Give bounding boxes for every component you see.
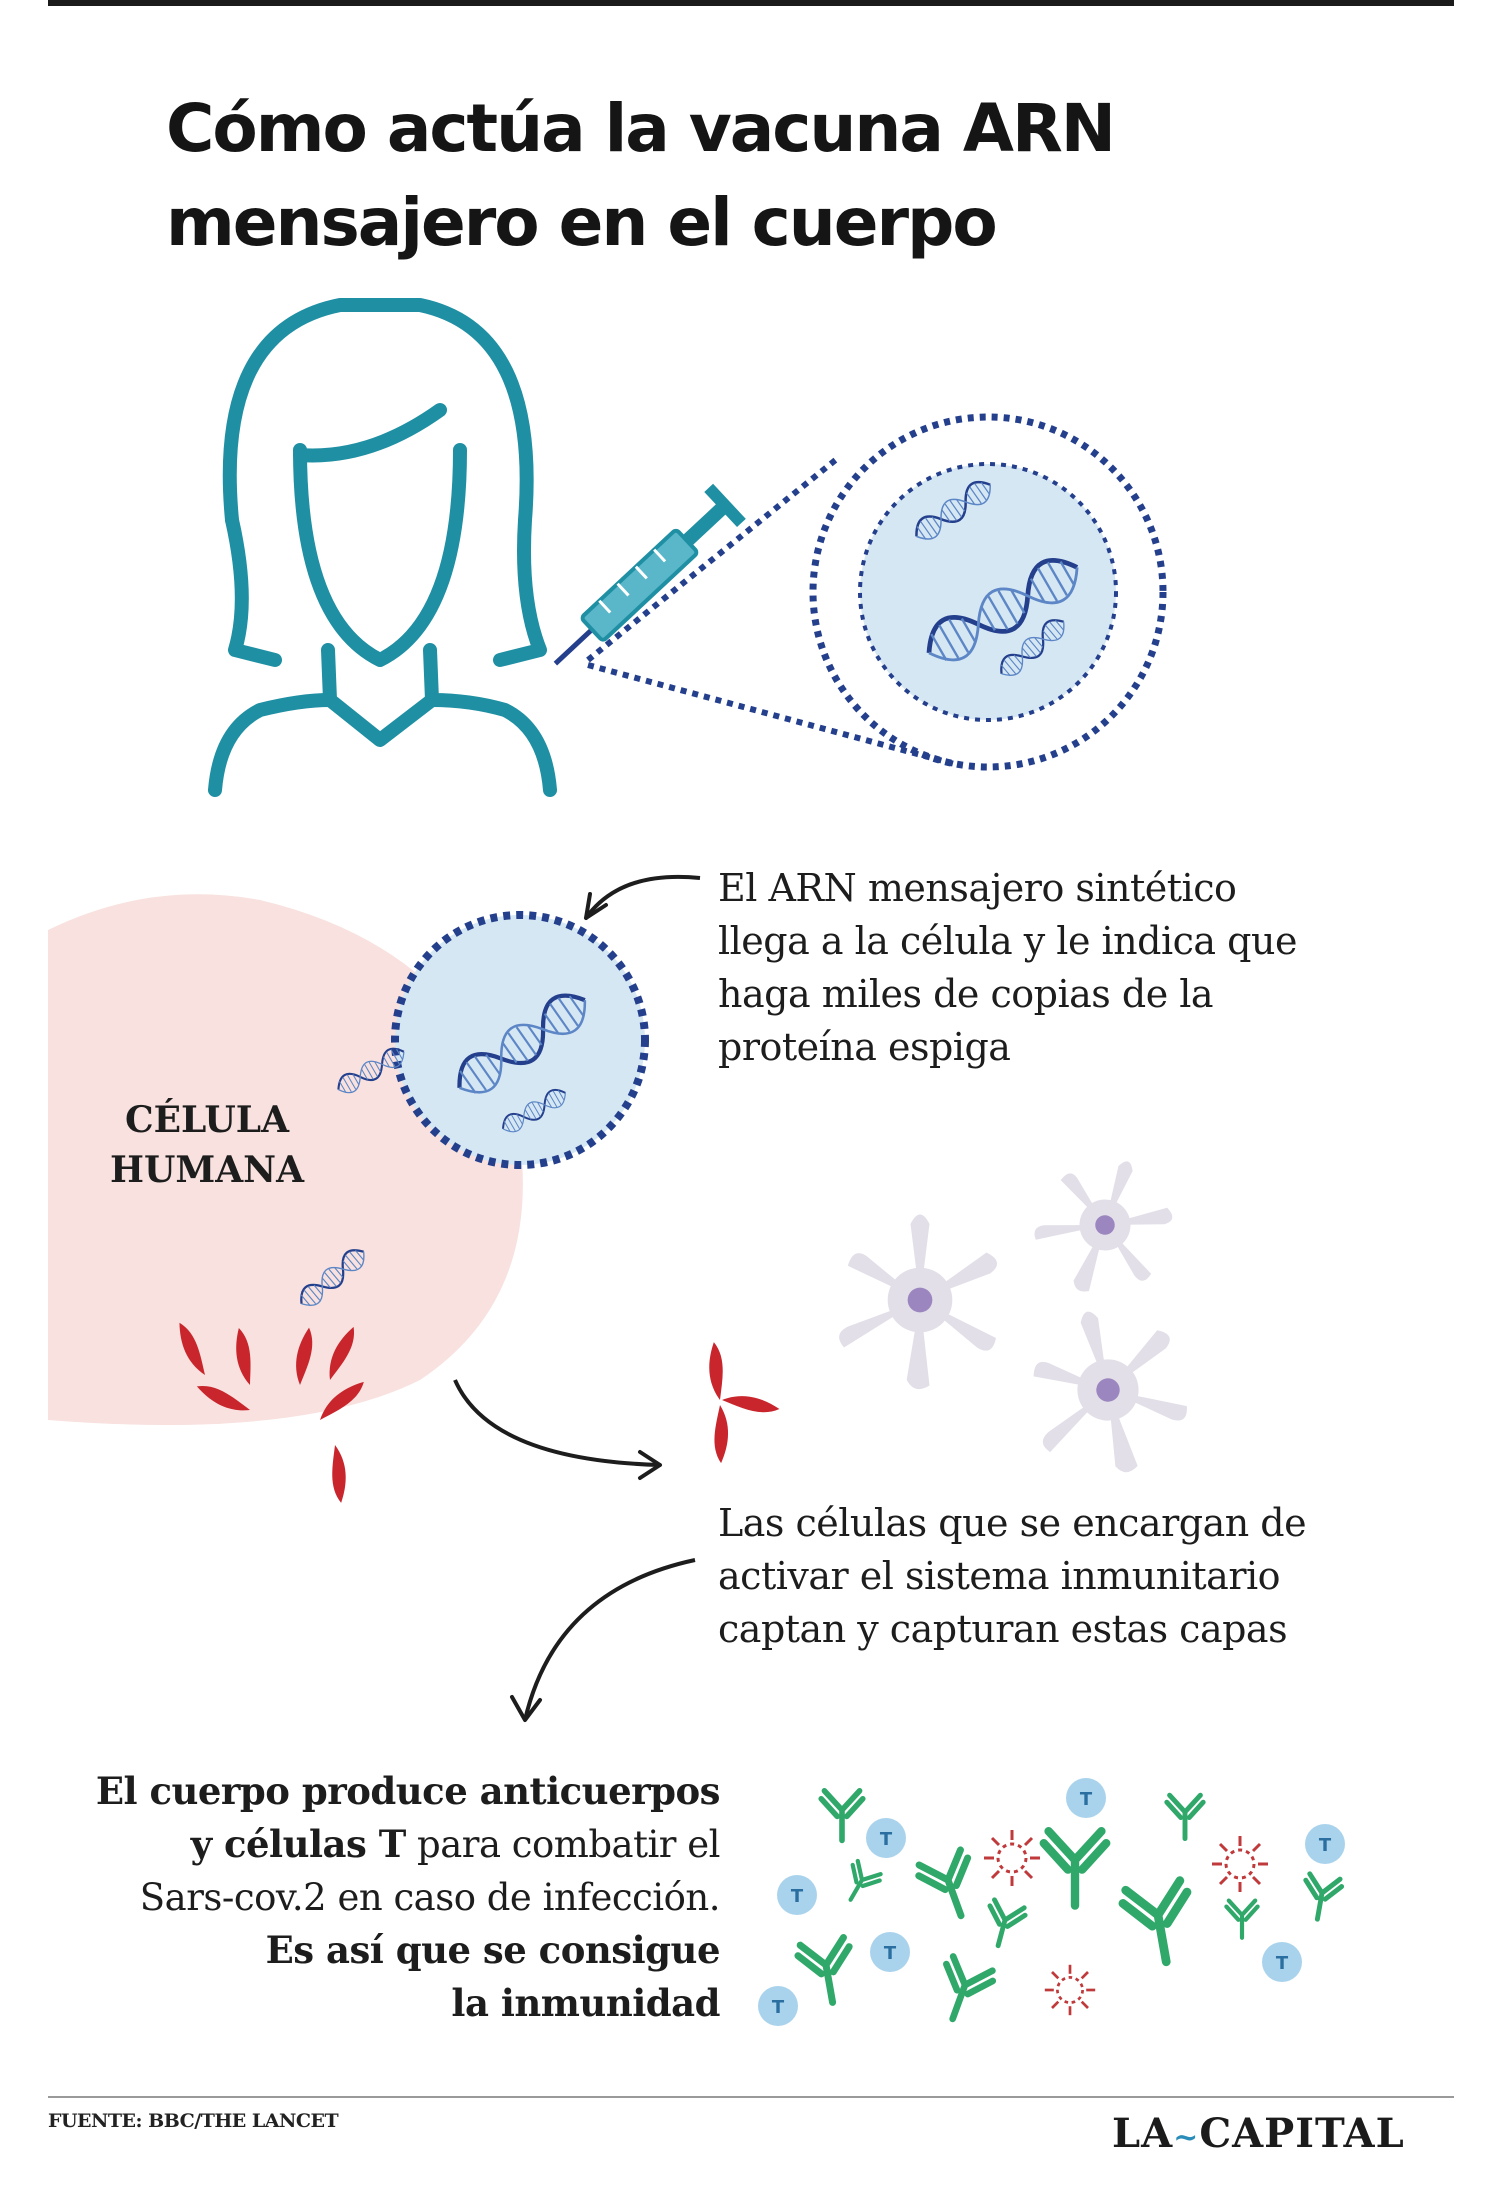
mrna-capsule <box>858 462 1118 722</box>
t-cell-label: T <box>1276 1953 1289 1974</box>
arrow-icon-2 <box>453 1379 662 1480</box>
arrow-icon-3 <box>510 1558 696 1722</box>
step1-line: El ARN mensajero sintético <box>718 866 1237 910</box>
step2-line: Las células que se encargan de <box>718 1501 1307 1545</box>
result-line-3: Sars-cov.2 en caso de infección. <box>139 1876 721 1919</box>
result-line-2-bold: y células T <box>190 1822 407 1866</box>
cell-label-line-2: HUMANA <box>109 1149 305 1191</box>
step2-line: activar el sistema inmunitario <box>718 1554 1281 1598</box>
result-line-2-rest: para combatir el <box>405 1823 720 1866</box>
mrna-capsule-in-cell <box>391 911 649 1169</box>
cell-label-line-1: CÉLULA <box>124 1099 290 1141</box>
step1-line: proteína espiga <box>718 1025 1011 1069</box>
syringe-icon <box>553 483 746 666</box>
t-cell-label: T <box>772 1997 785 2018</box>
zoom-lines <box>586 455 959 768</box>
step1-line: haga miles de copias de la <box>718 972 1214 1016</box>
virus-icon <box>982 1828 1270 2017</box>
source-credit: FUENTE: BBC/THE LANCET <box>48 2110 339 2132</box>
top-rule <box>48 0 1454 6</box>
zoom-circle <box>809 413 1167 771</box>
t-cell-label: T <box>884 1943 897 1964</box>
person-icon <box>208 298 557 797</box>
logo-left: LA <box>1112 2110 1174 2157</box>
step2-line: captan y capturan estas capas <box>718 1607 1288 1651</box>
result-text: El cuerpo produce anticuerpos y células … <box>40 1765 721 2030</box>
cell-label: CÉLULA HUMANA <box>92 1095 322 1195</box>
step1-text: El ARN mensajero sintético llega a la cé… <box>718 862 1297 1074</box>
title-line-2: mensajero en el cuerpo <box>166 184 998 261</box>
step2-text: Las células que se encargan de activar e… <box>718 1497 1307 1656</box>
logo-right: CAPITAL <box>1199 2110 1405 2157</box>
immune-cell-icon <box>839 1139 1201 1492</box>
released-spike-icon <box>704 1341 781 1464</box>
logo-wave-icon: ~ <box>1173 2120 1200 2155</box>
step1-line: llega a la célula y le indica que <box>718 919 1297 963</box>
title-line-1: Cómo actúa la vacuna ARN <box>166 90 1116 167</box>
t-cell-label: T <box>1319 1835 1332 1856</box>
t-cell-label: T <box>880 1829 893 1850</box>
arrow-icon <box>584 874 701 920</box>
result-line-5: la inmunidad <box>451 1981 720 2025</box>
result-line-1: El cuerpo produce anticuerpos <box>95 1769 721 1813</box>
t-cell-label: T <box>1080 1789 1093 1810</box>
page-title: Cómo actúa la vacuna ARN mensajero en el… <box>166 82 1366 270</box>
publisher-logo: LA~CAPITAL <box>1112 2110 1405 2157</box>
result-line-4: Es así que se consigue <box>265 1928 721 1972</box>
t-cell-label: T <box>791 1886 804 1907</box>
t-cell-icon: T T T T T T T <box>758 1778 1345 2026</box>
bottom-rule <box>48 2096 1454 2098</box>
